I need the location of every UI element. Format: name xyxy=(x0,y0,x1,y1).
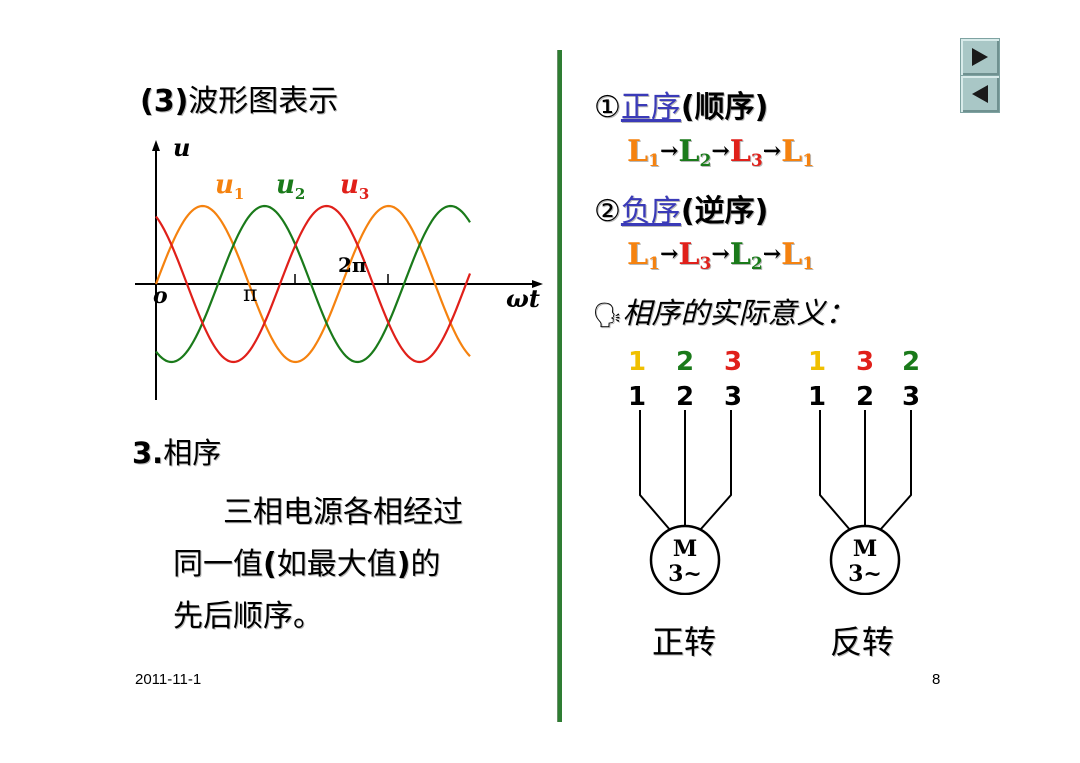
next-slide-button[interactable] xyxy=(960,38,1000,76)
motor2-bottom-2: 2 xyxy=(856,382,875,412)
pos-seq-item-4: L1 xyxy=(781,134,815,171)
meaning-line: 🗣相序的实际意义： xyxy=(592,290,854,332)
motor2-bottom-1: 1 xyxy=(808,382,827,412)
motor1-circle xyxy=(649,524,721,595)
prev-slide-button[interactable] xyxy=(960,75,1000,113)
motor-wiring-diagram xyxy=(639,410,912,595)
play-right-icon xyxy=(972,48,988,66)
wt-axis-arrow xyxy=(532,280,543,288)
arrow-icon: → xyxy=(711,241,730,267)
arrow-icon: → xyxy=(659,241,679,267)
origin-label: o xyxy=(153,283,168,309)
waveform-diagram xyxy=(135,140,543,400)
arrow-icon: → xyxy=(762,138,782,164)
motor2-label-m: M xyxy=(852,536,878,562)
meaning-text: 相序的实际意义： xyxy=(622,296,855,330)
motor2-bottom-3: 3 xyxy=(902,382,921,412)
footer-date: 2011-11-1 xyxy=(135,671,202,688)
pos-seq-item-1: L1 xyxy=(627,134,660,171)
motor1-bottom-1: 1 xyxy=(628,382,647,412)
motor1-top-3: 3 xyxy=(724,347,743,377)
motor2-label-3phase: 3~ xyxy=(848,561,882,587)
body-line-2: 同一值(如最大值)的 xyxy=(173,547,441,582)
u2-label: u2 xyxy=(276,170,306,204)
arrow-icon: → xyxy=(659,138,679,164)
motor2-top-2: 3 xyxy=(856,347,875,377)
two-pi-label: 2π xyxy=(338,253,367,277)
motor1-label-m: M xyxy=(672,536,698,562)
body-line-1: 三相电源各相经过 xyxy=(223,495,463,530)
wave-u2 xyxy=(155,204,471,364)
pi-label: π xyxy=(243,282,258,307)
section-heading: 3.相序 xyxy=(132,430,221,472)
pos-seq-item-2: L2 xyxy=(678,134,712,171)
speaker-icon: 🗣 xyxy=(592,301,623,329)
u-axis-label: u xyxy=(173,133,191,162)
positive-sequence-heading: ①正序(顺序) xyxy=(594,82,768,126)
negative-sequence-link[interactable]: 负序 xyxy=(620,194,681,229)
u1-label: u1 xyxy=(215,170,245,204)
arrow-icon: → xyxy=(711,138,730,164)
wave-u3 xyxy=(155,204,472,364)
u-axis-arrow xyxy=(152,140,160,151)
neg-seq-item-4: L1 xyxy=(781,237,815,274)
heading-number: (3) xyxy=(140,84,189,119)
motor2-top-1: 1 xyxy=(808,347,827,377)
arrow-icon: → xyxy=(762,241,782,267)
page-number: 8 xyxy=(932,671,941,688)
negative-sequence-chain: L1→L3→L2→L1 xyxy=(627,237,814,274)
motor1-top-1: 1 xyxy=(628,347,647,377)
positive-sequence-paren: (顺序) xyxy=(680,90,769,125)
pos-seq-item-3: L3 xyxy=(729,134,763,171)
motor2-top-3: 2 xyxy=(902,347,921,377)
motor1-bottom-3: 3 xyxy=(724,382,743,412)
play-left-icon xyxy=(972,85,988,103)
caption-reverse: 反转 xyxy=(830,623,895,661)
positive-sequence-link[interactable]: 正序 xyxy=(620,90,681,125)
neg-seq-item-3: L2 xyxy=(729,237,763,274)
waveform-heading: (3)波形图表示 xyxy=(140,76,338,120)
section-number: 3. xyxy=(132,436,164,470)
motor2-wires xyxy=(819,410,912,539)
vertical-divider xyxy=(557,50,562,722)
neg-seq-item-2: L3 xyxy=(678,237,712,274)
u3-label: u3 xyxy=(340,170,370,204)
heading-text: 波形图表示 xyxy=(188,84,339,119)
motor1-label-3phase: 3~ xyxy=(668,561,702,587)
motor1-bottom-2: 2 xyxy=(676,382,695,412)
motor1-wires xyxy=(639,410,732,539)
circled-two: ② xyxy=(594,194,621,229)
caption-forward: 正转 xyxy=(652,623,717,661)
motor2-circle xyxy=(829,524,901,595)
positive-sequence-chain: L1→L2→L3→L1 xyxy=(627,134,814,171)
wave-u1 xyxy=(154,204,471,364)
negative-sequence-heading: ②负序(逆序) xyxy=(594,186,768,230)
wt-axis-label: ωt xyxy=(506,284,540,313)
negative-sequence-paren: (逆序) xyxy=(680,194,769,229)
motor1-top-2: 2 xyxy=(676,347,695,377)
section-title: 相序 xyxy=(163,436,222,470)
circled-one: ① xyxy=(594,90,621,125)
neg-seq-item-1: L1 xyxy=(627,237,660,274)
body-line-3: 先后顺序。 xyxy=(173,599,323,634)
